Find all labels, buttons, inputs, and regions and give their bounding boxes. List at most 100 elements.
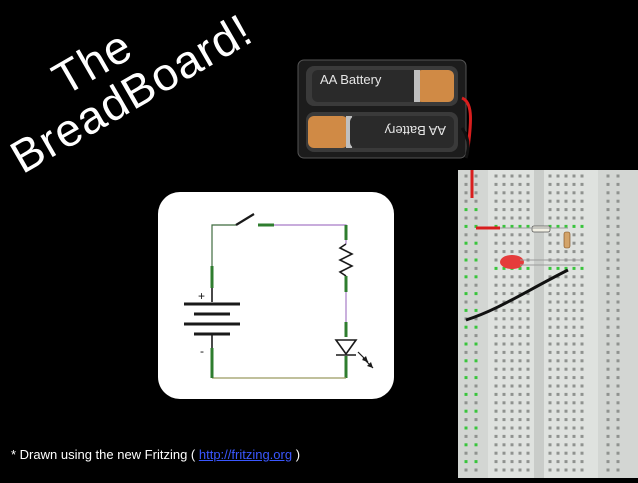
breadboard-hole: [606, 334, 610, 338]
breadboard-hole: [518, 224, 522, 228]
breadboard-hole: [526, 266, 530, 270]
breadboard-hole: [526, 468, 530, 472]
breadboard-hole: [518, 275, 522, 279]
breadboard-hole: [606, 359, 610, 363]
caption-prefix: * Drawn using the new Fritzing (: [11, 447, 199, 462]
breadboard-hole: [616, 266, 620, 270]
breadboard-hole: [518, 174, 522, 178]
breadboard-hole: [502, 317, 506, 321]
breadboard-hole: [548, 300, 552, 304]
breadboard-hole: [518, 250, 522, 254]
breadboard-hole: [502, 275, 506, 279]
led-icon: [334, 339, 374, 369]
breadboard-hole: [494, 224, 498, 228]
breadboard-hole: [616, 426, 620, 430]
breadboard-hole: [474, 266, 478, 270]
breadboard-hole: [556, 224, 560, 228]
breadboard-hole: [494, 250, 498, 254]
breadboard-hole: [548, 233, 552, 237]
breadboard-hole: [556, 334, 560, 338]
breadboard-hole: [494, 191, 498, 195]
breadboard-hole: [564, 283, 568, 287]
vertical-resistor: [563, 231, 571, 249]
breadboard-hole: [564, 174, 568, 178]
breadboard-hole: [556, 292, 560, 296]
breadboard-hole: [464, 384, 468, 388]
resistor-icon: [338, 243, 354, 277]
breadboard-hole: [580, 409, 584, 413]
breadboard-hole: [580, 208, 584, 212]
breadboard-hole: [580, 401, 584, 405]
breadboard-hole: [548, 359, 552, 363]
breadboard-hole: [556, 266, 560, 270]
breadboard-hole: [616, 350, 620, 354]
breadboard-hole: [564, 208, 568, 212]
breadboard-hole: [494, 208, 498, 212]
breadboard-hole: [580, 325, 584, 329]
breadboard-hole: [510, 426, 514, 430]
breadboard-hole: [510, 199, 514, 203]
breadboard-hole: [548, 468, 552, 472]
breadboard-hole: [556, 216, 560, 220]
breadboard-hole: [616, 418, 620, 422]
breadboard-hole: [494, 174, 498, 178]
breadboard-hole: [572, 342, 576, 346]
battery-label-top: AA Battery: [320, 72, 382, 87]
breadboard: [458, 168, 638, 478]
breadboard-hole: [518, 325, 522, 329]
breadboard-hole: [526, 443, 530, 447]
breadboard-hole: [502, 409, 506, 413]
breadboard-hole: [548, 266, 552, 270]
breadboard-hole: [606, 199, 610, 203]
breadboard-hole: [518, 241, 522, 245]
breadboard-hole: [564, 308, 568, 312]
breadboard-hole: [502, 182, 506, 186]
breadboard-hole: [494, 426, 498, 430]
breadboard-hole: [606, 191, 610, 195]
schematic-wire-top-right: [262, 224, 347, 244]
breadboard-hole: [502, 292, 506, 296]
breadboard-hole: [572, 233, 576, 237]
breadboard-hole: [526, 451, 530, 455]
breadboard-hole: [572, 460, 576, 464]
breadboard-hole: [518, 334, 522, 338]
fritzing-link[interactable]: http://fritzing.org: [198, 447, 293, 462]
breadboard-hole: [474, 376, 478, 380]
breadboard-hole: [616, 334, 620, 338]
breadboard-hole: [572, 191, 576, 195]
breadboard-hole: [510, 443, 514, 447]
breadboard-hole: [510, 468, 514, 472]
breadboard-hole: [510, 451, 514, 455]
breadboard-hole: [572, 174, 576, 178]
breadboard-hole: [564, 350, 568, 354]
breadboard-hole: [464, 376, 468, 380]
breadboard-hole: [526, 392, 530, 396]
battery-holder: AA Battery AA Battery: [296, 58, 472, 160]
breadboard-hole: [564, 334, 568, 338]
breadboard-hole: [548, 224, 552, 228]
breadboard-hole: [572, 384, 576, 388]
breadboard-hole: [564, 401, 568, 405]
breadboard-hole: [548, 418, 552, 422]
breadboard-hole: [616, 199, 620, 203]
breadboard-hole: [464, 174, 468, 178]
breadboard-hole: [494, 443, 498, 447]
breadboard-hole: [572, 224, 576, 228]
breadboard-hole: [510, 359, 514, 363]
breadboard-hole: [564, 443, 568, 447]
breadboard-hole: [510, 384, 514, 388]
breadboard-hole: [606, 384, 610, 388]
breadboard-hole: [556, 350, 560, 354]
breadboard-hole: [564, 275, 568, 279]
breadboard-hole: [580, 443, 584, 447]
breadboard-hole: [616, 191, 620, 195]
breadboard-hole: [510, 250, 514, 254]
breadboard-hole: [474, 443, 478, 447]
breadboard-hole: [464, 182, 468, 186]
breadboard-hole: [526, 384, 530, 388]
breadboard-hole: [572, 468, 576, 472]
breadboard-hole: [616, 359, 620, 363]
breadboard-hole: [548, 292, 552, 296]
breadboard-hole: [464, 325, 468, 329]
breadboard-hole: [556, 191, 560, 195]
